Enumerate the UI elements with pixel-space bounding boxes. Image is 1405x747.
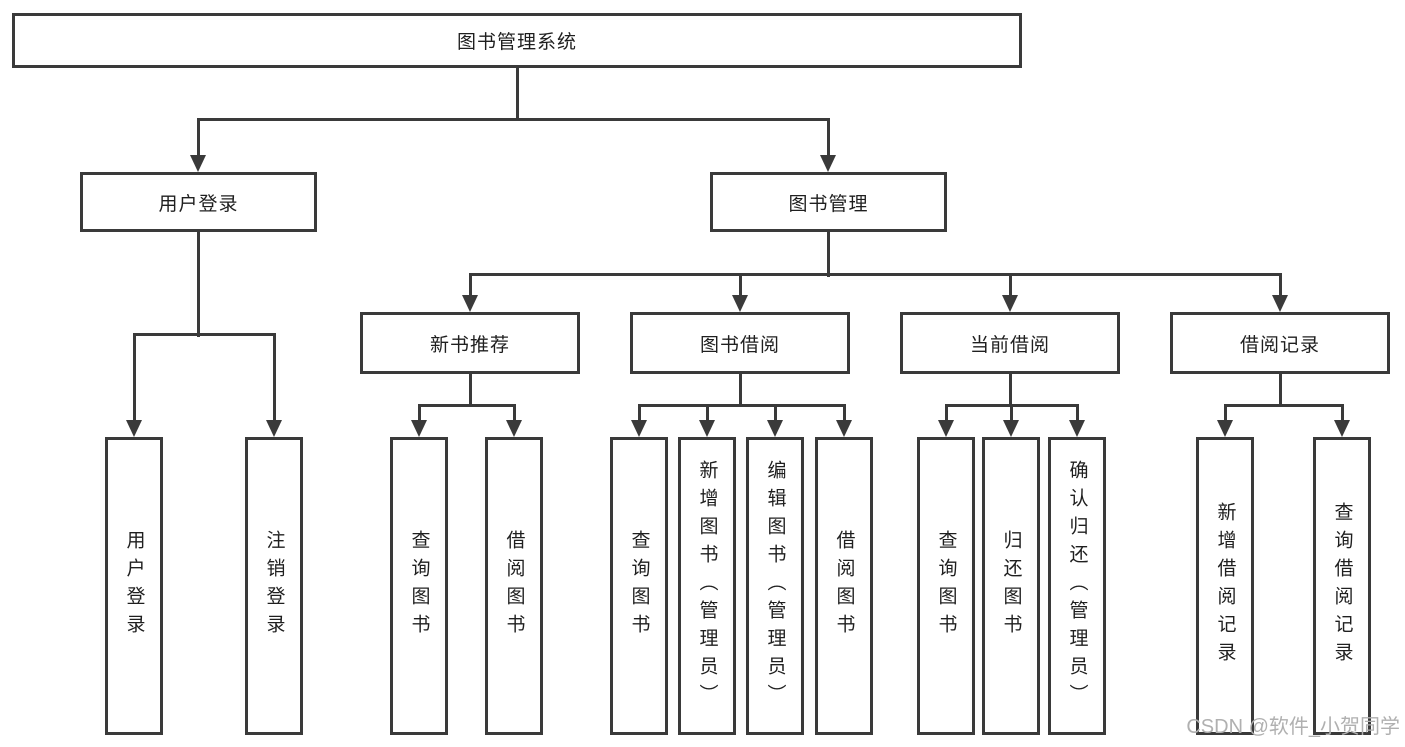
arrowhead-down-icon — [1217, 420, 1233, 437]
node-borrow-records-label: 借阅记录 — [1239, 334, 1320, 356]
arrowhead-down-icon — [411, 420, 427, 437]
leaf-add-book-admin-label: 新增图书（管理员） — [696, 460, 718, 712]
connector-line-vertical — [739, 274, 742, 299]
connector-line-vertical — [706, 405, 709, 422]
node-new-book-recommend-label: 新书推荐 — [429, 334, 510, 356]
arrowhead-down-icon — [1002, 295, 1018, 312]
arrowhead-down-icon — [1003, 420, 1019, 437]
leaf-add-book-admin: 新增图书（管理员） — [678, 437, 736, 735]
node-borrow-records: 借阅记录 — [1170, 312, 1390, 374]
connector-line-vertical — [774, 405, 777, 422]
connector-line-vertical — [843, 405, 846, 422]
node-book-borrow-label: 图书借阅 — [699, 334, 780, 356]
arrowhead-down-icon — [631, 420, 647, 437]
arrowhead-down-icon — [506, 420, 522, 437]
leaf-logout-label: 注销登录 — [263, 530, 285, 642]
arrowhead-down-icon — [190, 155, 206, 172]
leaf-user-login: 用户登录 — [105, 437, 163, 735]
connector-line-vertical — [945, 405, 948, 422]
leaf-confirm-return-admin: 确认归还（管理员） — [1048, 437, 1106, 735]
node-new-book-recommend: 新书推荐 — [360, 312, 580, 374]
leaf-add-borrow-record: 新增借阅记录 — [1196, 437, 1254, 735]
leaf-query-books-current: 查询图书 — [917, 437, 975, 735]
leaf-query-borrow-record: 查询借阅记录 — [1313, 437, 1371, 735]
watermark: CSDN @软件_小贺同学 — [1186, 716, 1400, 738]
leaf-confirm-return-admin-label: 确认归还（管理员） — [1066, 460, 1088, 712]
connector-line-vertical — [133, 334, 136, 422]
leaf-logout: 注销登录 — [245, 437, 303, 735]
node-library-system-label: 图书管理系统 — [456, 32, 577, 53]
connector-line-vertical — [1341, 405, 1344, 422]
leaf-user-login-label: 用户登录 — [123, 530, 145, 642]
leaf-add-borrow-record-label: 新增借阅记录 — [1214, 502, 1236, 670]
arrowhead-down-icon — [462, 295, 478, 312]
arrowhead-down-icon — [1334, 420, 1350, 437]
node-current-borrow-label: 当前借阅 — [969, 334, 1050, 356]
arrowhead-down-icon — [938, 420, 954, 437]
connector-line-horizontal — [133, 333, 276, 336]
arrowhead-down-icon — [1069, 420, 1085, 437]
connector-line-vertical — [827, 119, 830, 159]
connector-line-vertical — [513, 405, 516, 422]
connector-line-vertical — [1010, 405, 1013, 422]
node-book-borrow: 图书借阅 — [630, 312, 850, 374]
connector-line-horizontal — [418, 404, 516, 407]
connector-line-vertical — [418, 405, 421, 422]
connector-line-horizontal — [197, 118, 830, 121]
connector-line-vertical — [1279, 274, 1282, 299]
arrowhead-down-icon — [767, 420, 783, 437]
arrowhead-down-icon — [820, 155, 836, 172]
arrowhead-down-icon — [699, 420, 715, 437]
connector-line-vertical — [197, 119, 200, 159]
connector-line-vertical — [1076, 405, 1079, 422]
leaf-query-books-recommend: 查询图书 — [390, 437, 448, 735]
connector-line-vertical — [827, 232, 830, 277]
node-user-login: 用户登录 — [80, 172, 317, 232]
leaf-query-borrow-record-label: 查询借阅记录 — [1331, 502, 1353, 670]
connector-line-vertical — [1009, 274, 1012, 299]
connector-line-horizontal — [469, 273, 1282, 276]
connector-line-horizontal — [638, 404, 846, 407]
leaf-return-book: 归还图书 — [982, 437, 1040, 735]
leaf-edit-book-admin-label: 编辑图书（管理员） — [764, 460, 786, 712]
connector-line-vertical — [469, 274, 472, 299]
node-book-management: 图书管理 — [710, 172, 947, 232]
arrowhead-down-icon — [732, 295, 748, 312]
node-book-management-label: 图书管理 — [788, 193, 869, 215]
connector-line-horizontal — [945, 404, 1079, 407]
node-library-system: 图书管理系统 — [12, 13, 1022, 68]
arrowhead-down-icon — [266, 420, 282, 437]
connector-line-vertical — [516, 68, 519, 121]
connector-line-vertical — [273, 334, 276, 422]
connector-line-vertical — [638, 405, 641, 422]
leaf-borrow-books-label: 借阅图书 — [833, 530, 855, 642]
leaf-query-books-recommend-label: 查询图书 — [408, 530, 430, 642]
leaf-query-books-current-label: 查询图书 — [935, 530, 957, 642]
node-user-login-label: 用户登录 — [158, 193, 239, 215]
leaf-edit-book-admin: 编辑图书（管理员） — [746, 437, 804, 735]
leaf-query-books-borrow-label: 查询图书 — [628, 530, 650, 642]
connector-line-vertical — [1009, 374, 1012, 407]
leaf-borrow-books-recommend: 借阅图书 — [485, 437, 543, 735]
connector-line-vertical — [469, 374, 472, 407]
connector-line-vertical — [1224, 405, 1227, 422]
node-current-borrow: 当前借阅 — [900, 312, 1120, 374]
arrowhead-down-icon — [126, 420, 142, 437]
connector-line-vertical — [197, 232, 200, 337]
leaf-query-books-borrow: 查询图书 — [610, 437, 668, 735]
leaf-borrow-books-recommend-label: 借阅图书 — [503, 530, 525, 642]
arrowhead-down-icon — [836, 420, 852, 437]
leaf-return-book-label: 归还图书 — [1000, 530, 1022, 642]
connector-line-horizontal — [1224, 404, 1344, 407]
leaf-borrow-books: 借阅图书 — [815, 437, 873, 735]
arrowhead-down-icon — [1272, 295, 1288, 312]
connector-line-vertical — [1279, 374, 1282, 407]
connector-line-vertical — [739, 374, 742, 407]
